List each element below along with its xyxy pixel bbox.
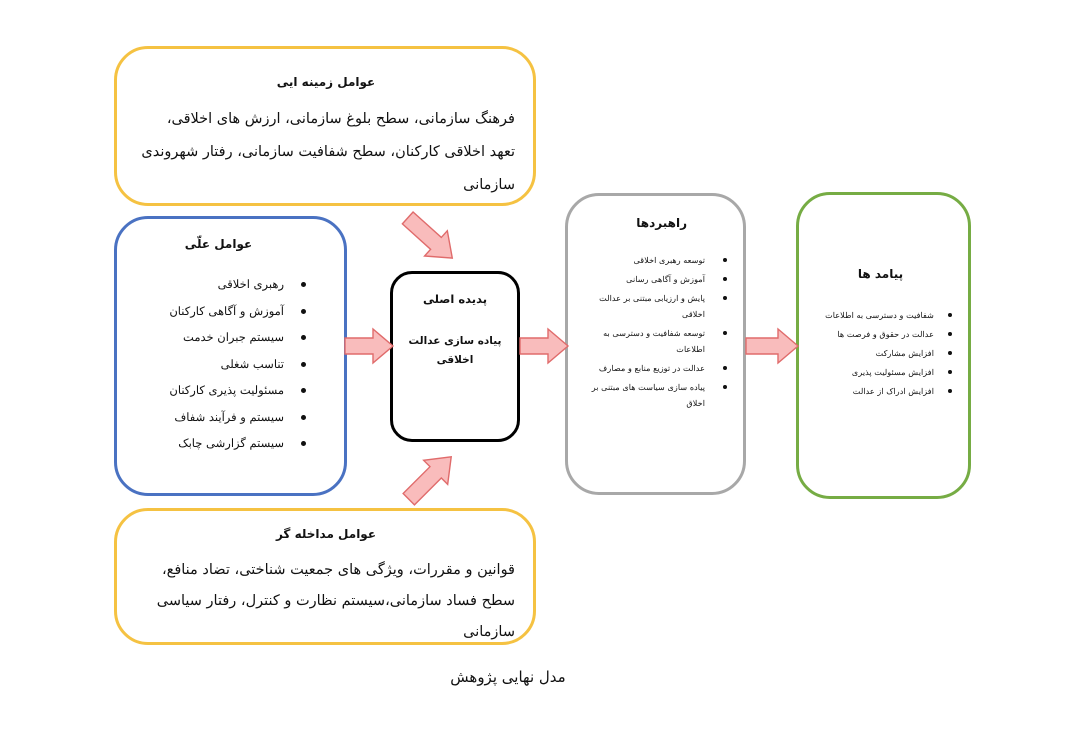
arrow-core-to-strategies-icon <box>519 327 570 365</box>
contextual-factors-box: عوامل زمینه ایی فرهنگ سازمانی، سطح بلوغ … <box>114 46 536 206</box>
causal-factor-item: سیستم گزارشی چابک <box>131 430 306 457</box>
causal-factors-title: عوامل علّی <box>184 237 253 251</box>
outcome-item: افزایش مشارکت <box>809 345 952 361</box>
causal-factor-item: مسئولیت پذیری کارکنان <box>131 377 306 404</box>
intervening-factors-text: قوانین و مقررات، ویژگی های جمعیت شناختی،… <box>156 562 515 640</box>
figure-caption: مدل نهایی پژوهش <box>450 668 566 686</box>
arrow-strategies-to-outcomes-icon <box>745 327 800 365</box>
contextual-factors-title: عوامل زمینه ایی <box>276 75 376 89</box>
causal-factors-box: عوامل علّی رهبری اخلاقی آموزش و آگاهی کا… <box>114 216 347 496</box>
strategy-item: پایش و ارزیابی مبتنی بر عدالت اخلاقی <box>580 290 727 322</box>
contextual-factors-text: فرهنگ سازمانی، سطح بلوغ سازمانی، ارزش ها… <box>141 111 515 193</box>
outcome-item: افزایش مسئولیت پذیری <box>809 364 952 380</box>
outcomes-title: پیامد ها <box>857 267 904 281</box>
outcome-item: شفافیت و دسترسی به اطلاعات <box>809 307 952 323</box>
intervening-factors-title: عوامل مداخله گر <box>275 527 377 541</box>
strategies-box: راهبردها توسعه رهبری اخلاقی آموزش و آگاه… <box>565 193 746 495</box>
outcome-item: افزایش ادراک از عدالت <box>809 383 952 399</box>
core-phenomenon-title: پدیده اصلی <box>422 292 488 306</box>
outcomes-box: پیامد ها شفافیت و دسترسی به اطلاعات عدال… <box>796 192 971 499</box>
causal-factor-item: سیستم جبران خدمت <box>131 324 306 351</box>
strategy-item: عدالت در توزیع منابع و مصارف <box>580 360 727 376</box>
core-phenomenon-text: پیاده سازی عدالت اخلاقی <box>408 335 502 366</box>
strategies-title: راهبردها <box>636 216 687 230</box>
strategy-item: توسعه شفافیت و دسترسی به اطلاعات <box>580 325 727 357</box>
outcomes-list: شفافیت و دسترسی به اطلاعات عدالت در حقوق… <box>809 307 952 399</box>
arrow-contextual-to-core-icon <box>401 210 454 259</box>
causal-factor-item: تناسب شغلی <box>131 351 306 378</box>
strategy-item: آموزش و آگاهی رسانی <box>580 271 727 287</box>
arrow-intervening-to-core-icon <box>402 455 453 506</box>
strategy-item: توسعه رهبری اخلاقی <box>580 252 727 268</box>
arrow-causal-to-core-icon <box>344 327 395 365</box>
causal-factor-item: رهبری اخلاقی <box>131 271 306 298</box>
causal-factor-item: آموزش و آگاهی کارکنان <box>131 298 306 325</box>
causal-factor-item: سیستم و فرآیند شفاف <box>131 404 306 431</box>
core-phenomenon-box: پدیده اصلی پیاده سازی عدالت اخلاقی <box>390 271 520 442</box>
strategy-item: پیاده سازی سیاست های مبتنی بر اخلاق <box>580 379 727 411</box>
outcome-item: عدالت در حقوق و فرصت ها <box>809 326 952 342</box>
causal-factors-list: رهبری اخلاقی آموزش و آگاهی کارکنان سیستم… <box>131 271 306 457</box>
strategies-list: توسعه رهبری اخلاقی آموزش و آگاهی رسانی پ… <box>580 252 727 411</box>
intervening-factors-box: عوامل مداخله گر قوانین و مقررات، ویژگی ه… <box>114 508 536 645</box>
